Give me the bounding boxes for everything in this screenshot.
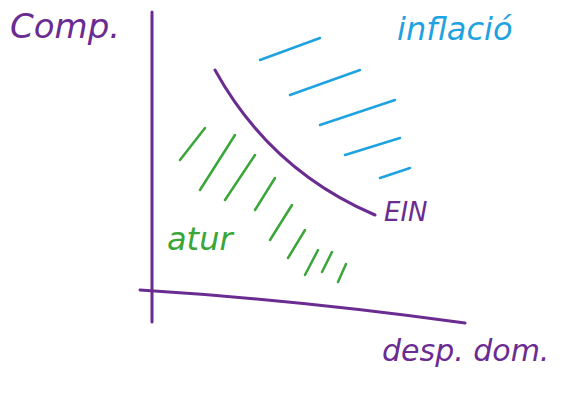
hatch-blue [260, 38, 410, 178]
hatch-green [180, 128, 346, 282]
region-label: inflació [395, 12, 515, 47]
axis-label: Comp. [8, 8, 122, 45]
x-axis [140, 290, 465, 323]
curve-label: EIN [382, 198, 430, 227]
axis-label: desp. dom. [380, 334, 551, 367]
curve [215, 70, 375, 215]
region-label: atur [165, 222, 235, 257]
y-axis [151, 12, 154, 322]
